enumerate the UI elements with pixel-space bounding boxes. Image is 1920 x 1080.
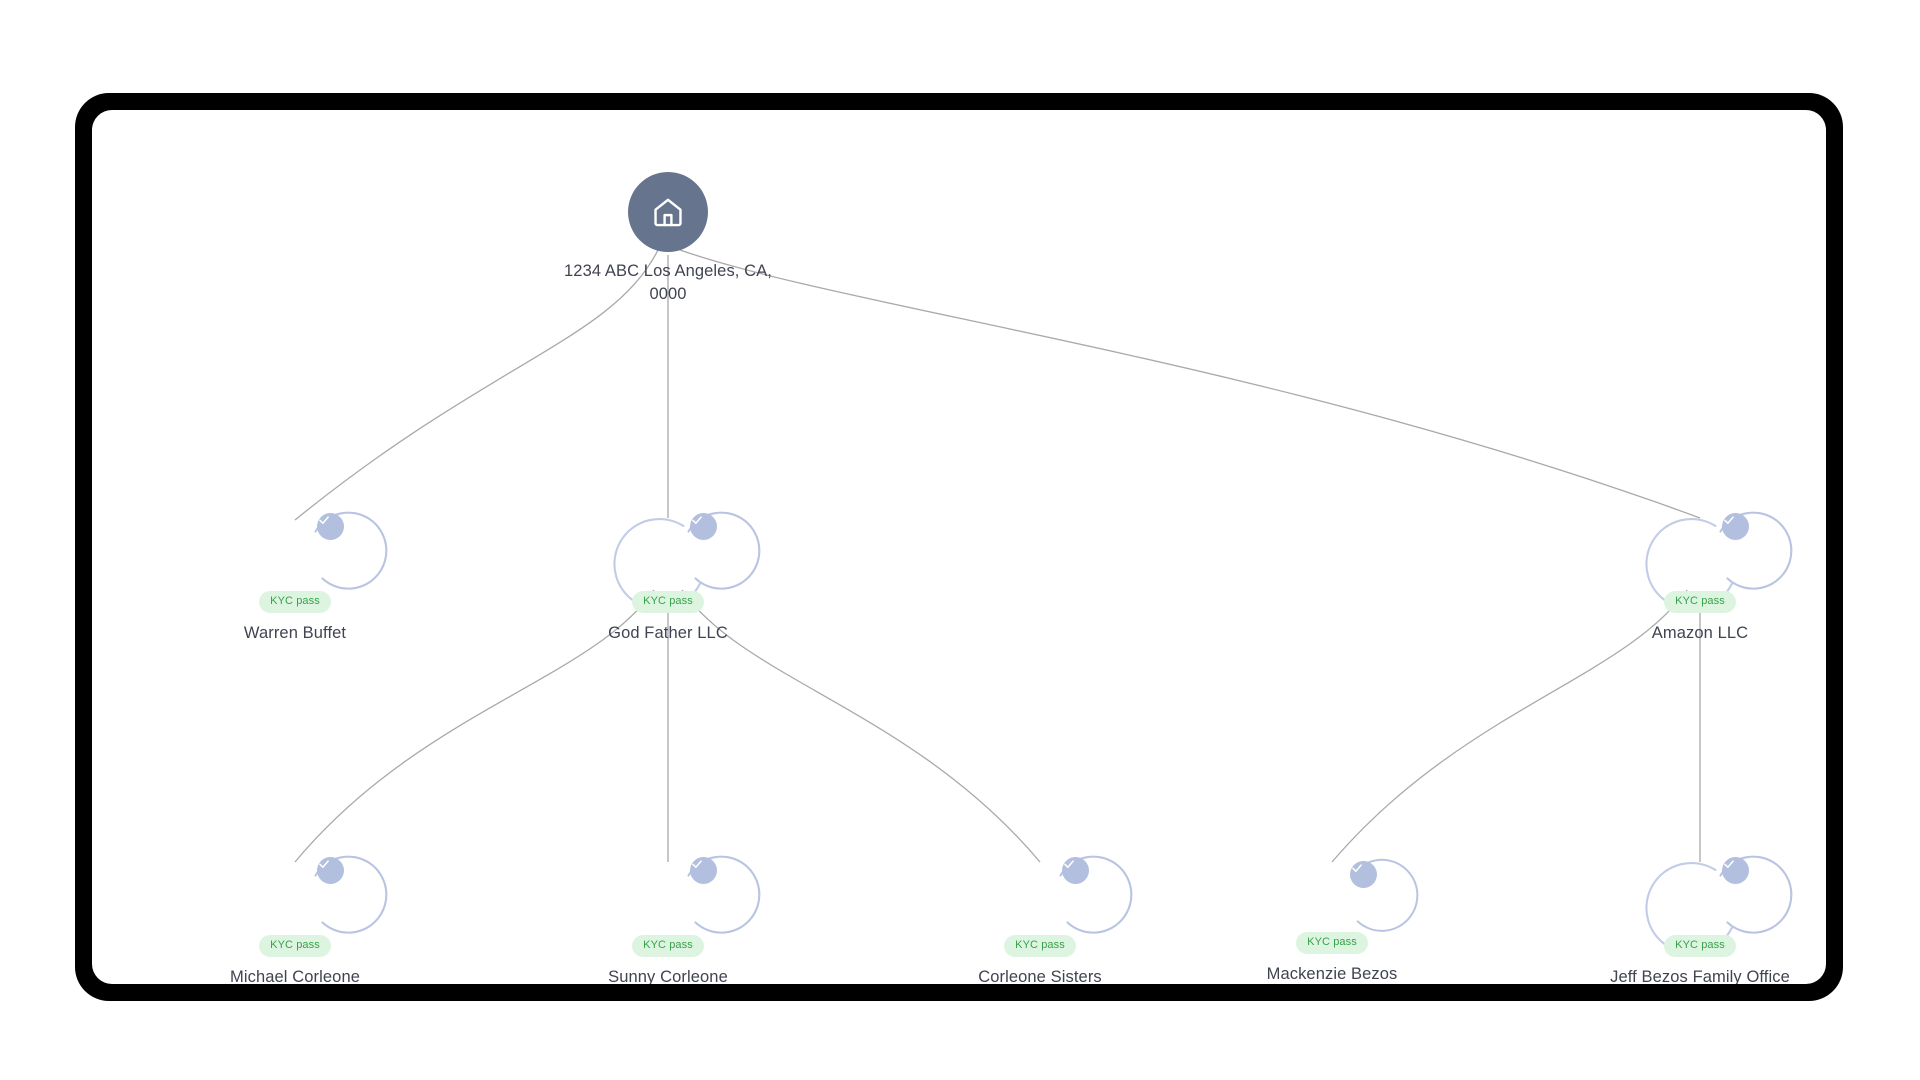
kyc-badge-corleone-sisters: KYC pass — [1004, 935, 1076, 957]
graph-node-god-father-llc[interactable]: KYC pass God Father LLC — [558, 511, 778, 644]
node-label-mackenzie-bezos: Mackenzie Bezos — [1266, 965, 1398, 983]
node-ring-warren-buffet[interactable] — [249, 511, 388, 607]
node-ring-sunny-corleone[interactable] — [622, 855, 761, 951]
check-icon — [319, 516, 329, 524]
check-icon — [1724, 516, 1734, 524]
device-frame: 1234 ABC Los Angeles, CA, 0000 KYC pass … — [75, 93, 1843, 1001]
root-node-circle[interactable] — [628, 172, 708, 252]
status-badge-check-god-father-llc — [690, 513, 717, 540]
kyc-badge-michael-corleone: KYC pass — [259, 935, 331, 957]
check-icon — [692, 516, 702, 524]
graph-node-jeff-bezos-family-office[interactable]: KYC pass Jeff Bezos Family Office — [1590, 855, 1810, 984]
graph-node-warren-buffet[interactable]: KYC pass Warren Buffet — [185, 511, 405, 644]
home-icon — [654, 198, 682, 227]
node-label-sunny-corleone: Sunny Corleone — [608, 968, 728, 984]
graph-node-root-address[interactable]: 1234 ABC Los Angeles, CA, 0000 — [558, 172, 778, 306]
node-ring-mackenzie-bezos[interactable] — [1289, 858, 1419, 948]
node-ring-michael-corleone[interactable] — [249, 855, 388, 951]
node-label-corleone-sisters: Corleone Sisters — [978, 968, 1102, 984]
status-badge-check-michael-corleone — [317, 857, 344, 884]
root-node-label-line1: 1234 ABC Los Angeles, CA, — [564, 262, 772, 280]
status-badge-check-corleone-sisters — [1062, 857, 1089, 884]
node-label-amazon-llc: Amazon LLC — [1651, 624, 1749, 642]
edge-root-to-amazon-llc — [679, 249, 1701, 519]
kyc-badge-warren-buffet: KYC pass — [259, 591, 331, 613]
node-label-michael-corleone: Michael Corleone — [230, 968, 360, 984]
check-icon — [1724, 860, 1734, 868]
root-node-label-line2: 0000 — [649, 284, 687, 303]
check-icon — [1352, 864, 1362, 872]
node-ring-corleone-sisters[interactable] — [994, 855, 1133, 951]
graph-node-mackenzie-bezos[interactable]: KYC pass Mackenzie Bezos — [1222, 858, 1442, 984]
status-badge-check-warren-buffet — [317, 513, 344, 540]
root-node-label: 1234 ABC Los Angeles, CA, 0000 — [553, 260, 783, 306]
check-icon — [319, 860, 329, 868]
status-badge-check-sunny-corleone — [690, 857, 717, 884]
kyc-badge-mackenzie-bezos: KYC pass — [1296, 932, 1368, 954]
status-badge-check-mackenzie-bezos — [1350, 861, 1377, 888]
check-icon — [692, 860, 702, 868]
graph-node-amazon-llc[interactable]: KYC pass Amazon LLC — [1590, 511, 1810, 644]
graph-node-michael-corleone[interactable]: KYC pass Michael Corleone — [185, 855, 405, 984]
kyc-badge-jeff-bezos-family-office: KYC pass — [1664, 935, 1736, 957]
node-ring-amazon-llc[interactable] — [1645, 511, 1793, 611]
kyc-badge-god-father-llc: KYC pass — [632, 591, 704, 613]
kyc-badge-sunny-corleone: KYC pass — [632, 935, 704, 957]
graph-node-corleone-sisters[interactable]: KYC pass Corleone Sisters — [930, 855, 1150, 984]
ring-single-icon — [1350, 858, 1419, 932]
status-badge-check-amazon-llc — [1722, 513, 1749, 540]
graph-canvas[interactable]: 1234 ABC Los Angeles, CA, 0000 KYC pass … — [92, 110, 1826, 984]
node-label-jeff-bezos-family-office: Jeff Bezos Family Office — [1610, 968, 1790, 984]
node-label-warren-buffet: Warren Buffet — [243, 624, 347, 642]
graph-node-sunny-corleone[interactable]: KYC pass Sunny Corleone — [558, 855, 778, 984]
check-icon — [1064, 860, 1074, 868]
node-label-god-father-llc: God Father LLC — [608, 624, 728, 642]
kyc-badge-amazon-llc: KYC pass — [1664, 591, 1736, 613]
status-badge-check-jeff-bezos-family-office — [1722, 857, 1749, 884]
